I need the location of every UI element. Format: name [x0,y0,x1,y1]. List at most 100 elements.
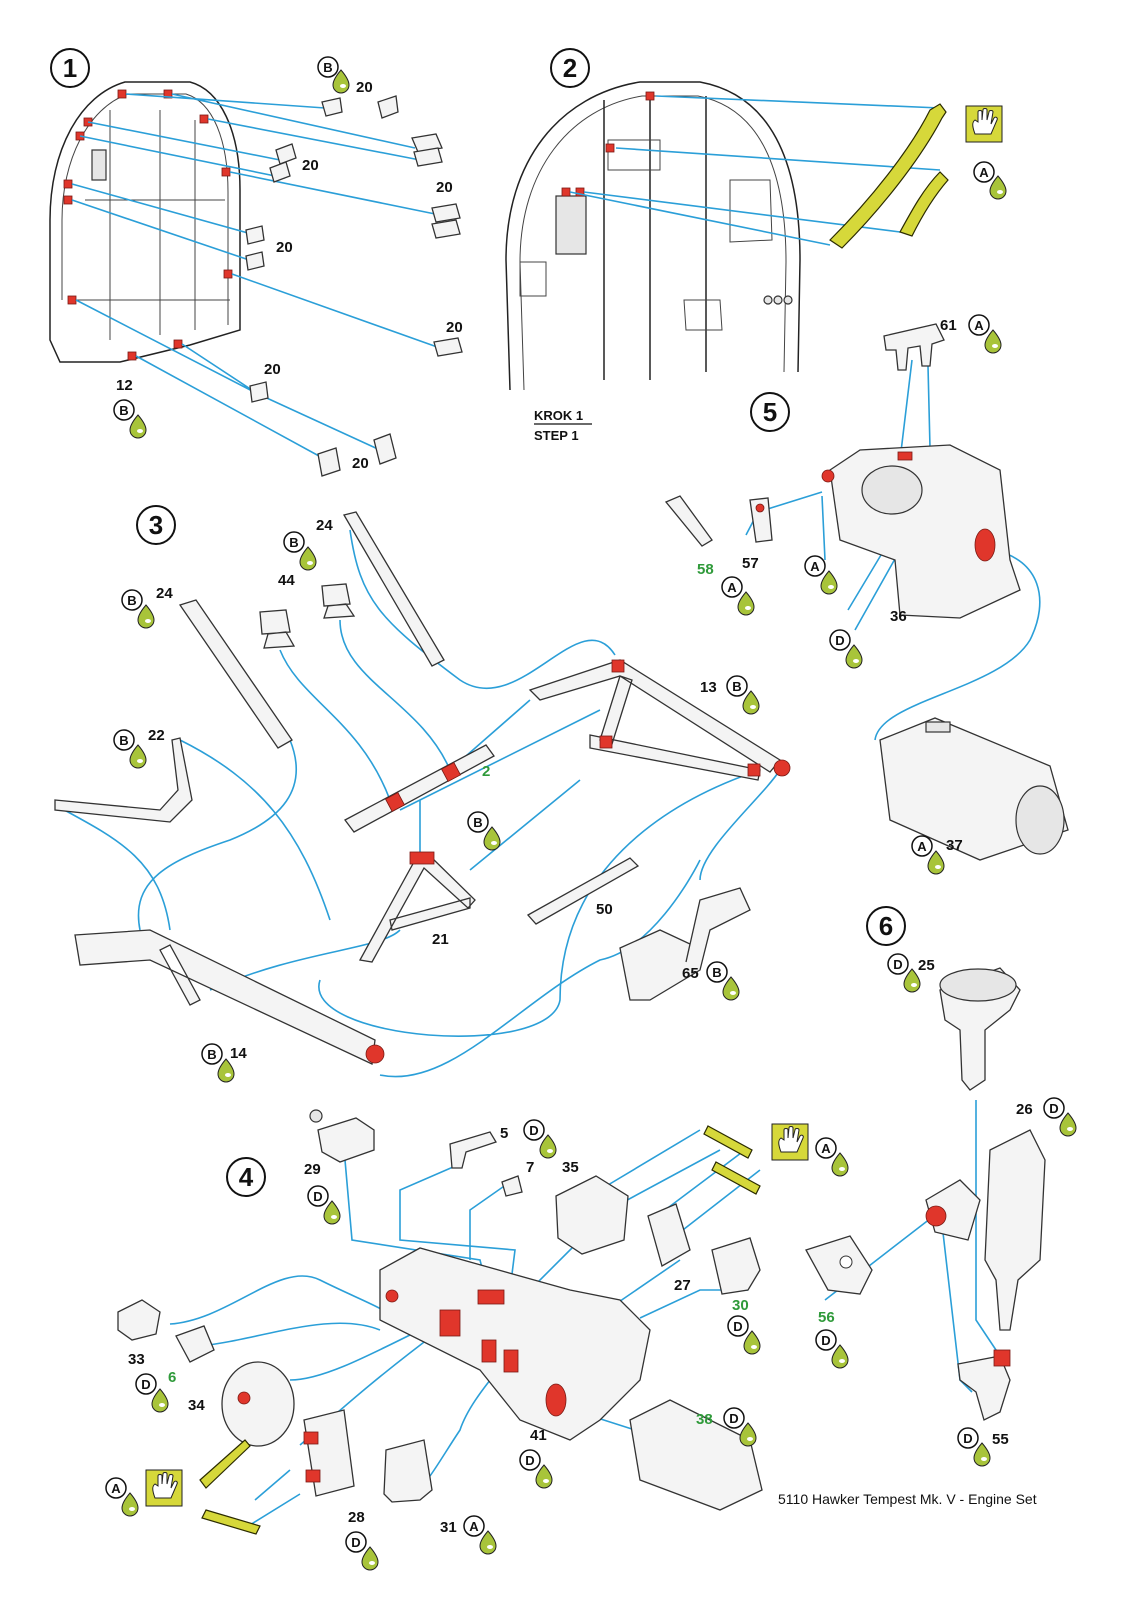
step-2-group: 2 A KROK 1 STEP 1 [505,48,1007,443]
paint-drop-icon [742,690,760,715]
glue-point [993,1349,1011,1367]
paint-callout-label: D [835,633,844,648]
photoetch-strip-b [711,1161,761,1195]
paint-callout-circle [113,399,135,421]
part-label-44: 44 [278,572,295,589]
paint-callout-label: B [127,593,136,608]
step-4-group: 4 [105,1109,849,1571]
paint-callout-circle [317,56,339,78]
paint-callout-circle [804,555,826,577]
paint-drop-icon [820,570,838,595]
part-label-6: 6 [168,1369,176,1386]
step-6-group: 6 D 25 26 D 56 D D 55 [805,906,1077,1467]
paint-drop-icon [984,329,1002,354]
glue-point [199,114,209,124]
part-26-housing [984,1129,1046,1331]
part-label-20: 20 [276,239,293,256]
paint-drop-icon [845,644,863,669]
hand-icon [145,1469,183,1507]
bulkhead-panel-2 [729,179,773,243]
part-label-57: 57 [742,555,759,572]
part-label-36: 36 [890,608,907,625]
paint-drop-icon [483,826,501,851]
paint-drop-icon [743,1330,761,1355]
glue-point [821,469,835,483]
step-2-number: 2 [563,53,577,83]
paint-drop-icon [137,604,155,629]
paint-callout-label: D [729,1411,738,1426]
part-label-2: 2 [482,763,490,780]
glue-point [773,759,791,777]
step-3-circle [136,505,176,545]
paint-callout-label: B [119,403,128,418]
glue-point [365,1044,385,1064]
bulkhead-inner-2 [519,95,787,391]
glue-point [645,91,655,101]
bulkhead-frame-2 [505,81,801,391]
paint-callout-label: D [893,957,902,972]
paint-callout-label: D [1049,1101,1058,1116]
part-61-bracket [883,323,945,371]
bulkhead-inner-1 [61,93,229,325]
photoetch-strip-a [703,1125,753,1159]
part-label-14: 14 [230,1045,247,1062]
step-5-circle [750,392,790,432]
paint-callout-circle [283,531,305,553]
paint-callout-label: D [525,1453,534,1468]
paint-callout-circle [135,1373,157,1395]
bulkhead-box-1 [91,149,107,181]
paint-callout-circle [721,576,743,598]
part-label-55: 55 [992,1431,1009,1448]
glue-point [440,761,462,783]
part-label-31: 31 [440,1519,457,1536]
part-22 [54,737,193,823]
step-4-circle [226,1157,266,1197]
paint-callout-circle [911,835,933,857]
part-33-fitting [117,1299,161,1341]
paint-callout-circle [519,1449,541,1471]
glue-point [599,735,613,749]
glue-point [221,167,231,177]
part-label-50: 50 [596,901,613,918]
paint-callout-label: B [323,60,332,75]
part-57-lever [749,497,773,543]
part-label-34: 34 [188,1397,205,1414]
paint-callout-label: D [529,1123,538,1138]
part-6-disc [175,1325,215,1363]
paint-drop-icon [217,1058,235,1083]
paint-callout-label: B [732,679,741,694]
part-label-20: 20 [264,361,281,378]
glue-point [303,1431,319,1445]
step-2-circle [550,48,590,88]
part-label-33: 33 [128,1351,145,1368]
part-label-65: 65 [682,965,699,982]
part-7-block [501,1175,523,1197]
glue-point [974,528,996,562]
part-label-5: 5 [500,1125,508,1142]
paint-drop-icon [129,744,147,769]
paint-callout-label: A [111,1481,121,1496]
paint-callout-label: D [733,1319,742,1334]
photoetch-strip-c [199,1439,251,1489]
step-3-number: 3 [149,510,163,540]
part-label-27: 27 [674,1277,691,1294]
paint-drop-icon [539,1134,557,1159]
paint-callout-circle [523,1119,545,1141]
paint-callout-label: A [821,1141,831,1156]
glue-point [611,659,625,673]
paint-callout-circle [957,1427,979,1449]
part-label-37: 37 [946,837,963,854]
part-58-crank [664,495,713,547]
paint-callout-circle [723,1407,745,1429]
part-label-20: 20 [446,319,463,336]
paint-callout-circle [345,1531,367,1553]
part-label-26: 26 [1016,1101,1033,1118]
bulkhead-bracket-2 [607,139,661,171]
step-2-leaders [569,95,941,246]
glue-point [385,1289,399,1303]
part-37-clamp [925,721,951,733]
paint-drop-icon [1059,1112,1077,1137]
part-65-block [619,887,751,1001]
glue-point [305,1469,321,1483]
